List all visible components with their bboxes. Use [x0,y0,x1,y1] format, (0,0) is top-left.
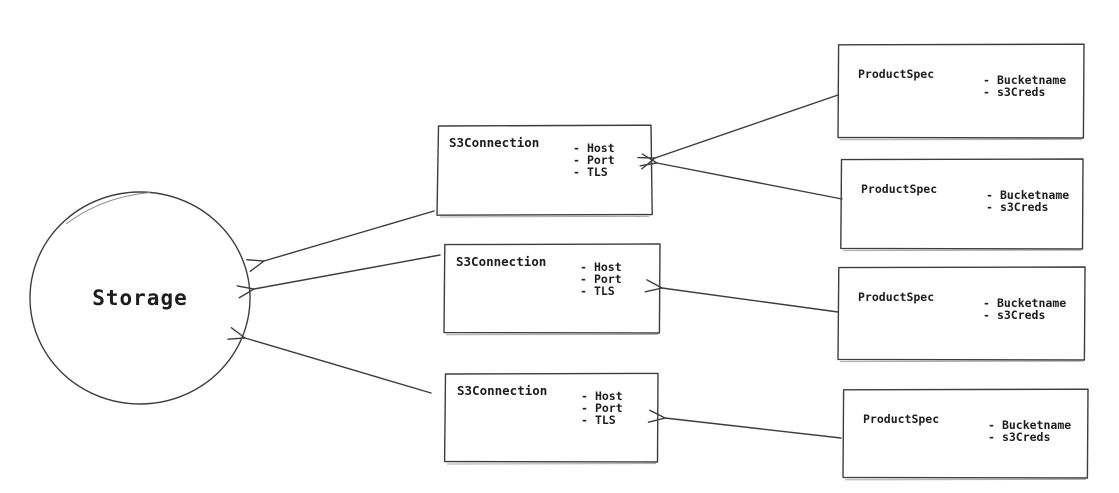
s3connection-node-1: S3Connection -Host -Port -TLS [437,125,652,215]
arrow-s3connection-2-to-storage [236,254,441,299]
bullet-dash: - [988,418,995,432]
attribute-item-tls: -TLS [573,165,608,179]
attribute-item-s3creds: -s3Creds [988,430,1051,444]
productspec-4-title: ProductSpec [863,412,940,426]
productspec-box-3-shape [837,266,1086,361]
arrow-productspec-3-to-s3connection-2 [644,279,839,313]
s3connection-3-title: S3Connection [457,383,548,398]
storage-node: Storage [30,192,250,404]
bullet-dash: - [581,389,588,403]
attribute-item-tls: -TLS [580,284,615,298]
s3connection-box-1-shape [436,124,653,216]
attribute-item-host: -Host [573,141,615,155]
productspec-1-title: ProductSpec [858,67,935,81]
productspec-3-attributes: -Bucketname -s3Creds [983,297,1066,321]
attribute-item-host: -Host [581,389,623,403]
bullet-dash: - [573,165,580,179]
s3connection-node-3: S3Connection -Host -Port -TLS [445,373,658,462]
attribute-item-tls: -TLS [581,413,616,427]
attribute-item-bucketname: -Bucketname [986,188,1070,202]
bullet-dash: - [580,260,587,274]
bullet-dash: - [986,188,993,202]
s3connection-1-attributes: -Host -Port -TLS [573,142,615,178]
s3connection-box-3-shape [443,372,659,463]
bullet-dash: - [573,153,580,167]
s3connection-2-title: S3Connection [456,254,547,269]
bullet-dash: - [580,272,587,286]
productspec-4-attributes: -Bucketname -s3Creds [988,419,1071,443]
arrow-s3connection-3-to-storage [227,327,432,394]
s3connection-2-attributes: -Host -Port -TLS [580,261,622,297]
bullet-dash: - [573,141,580,155]
attribute-item-bucketname: -Bucketname [988,418,1072,432]
productspec-3-title: ProductSpec [858,290,935,304]
productspec-box-1-shape [837,43,1085,139]
s3connection-box-2-shape [443,243,661,334]
arrow-productspec-4-to-s3connection-3 [647,409,842,439]
attribute-item-port: -Port [581,401,623,415]
attribute-item-s3creds: -s3Creds [986,200,1049,214]
s3connection-3-attributes: -Host -Port -TLS [581,390,623,426]
storage-label: Storage [92,286,188,310]
s3connection-node-2: S3Connection -Host -Port -TLS [444,244,660,333]
s3connection-box-1-sketch [439,215,650,218]
productspec-box-2-shape [840,158,1084,250]
arrow-productspec-2-to-s3connection-1 [639,153,843,200]
attribute-item-port: -Port [580,272,622,286]
productspec-2-attributes: -Bucketname -s3Creds [986,189,1069,213]
bullet-dash: - [983,85,990,99]
bullet-dash: - [581,413,588,427]
bullet-dash: - [983,296,990,310]
attribute-item-host: -Host [580,260,622,274]
productspec-node-3: ProductSpec -Bucketname -s3Creds [838,267,1085,360]
productspec-node-4: ProductSpec -Bucketname -s3Creds [843,389,1088,478]
bullet-dash: - [581,401,588,415]
bullet-dash: - [986,200,993,214]
productspec-node-2: ProductSpec -Bucketname -s3Creds [841,159,1083,249]
attribute-item-s3creds: -s3Creds [983,308,1046,322]
storage-circle-sketch-overlap [65,192,151,225]
attribute-item-port: -Port [573,153,615,167]
productspec-node-1: ProductSpec -Bucketname -s3Creds [838,44,1084,138]
arrow-productspec-1-to-s3connection-1 [637,94,839,170]
attribute-item-bucketname: -Bucketname [983,296,1067,310]
bullet-dash: - [983,73,990,87]
bullet-dash: - [988,430,995,444]
attribute-item-s3creds: -s3Creds [983,85,1046,99]
attribute-item-bucketname: -Bucketname [983,73,1067,87]
productspec-box-4-shape [842,388,1089,479]
bullet-dash: - [580,284,587,298]
arrow-s3connection-1-to-storage [246,210,435,272]
productspec-1-attributes: -Bucketname -s3Creds [983,74,1066,98]
productspec-2-title: ProductSpec [861,182,938,196]
s3connection-1-title: S3Connection [449,135,540,150]
bullet-dash: - [983,308,990,322]
